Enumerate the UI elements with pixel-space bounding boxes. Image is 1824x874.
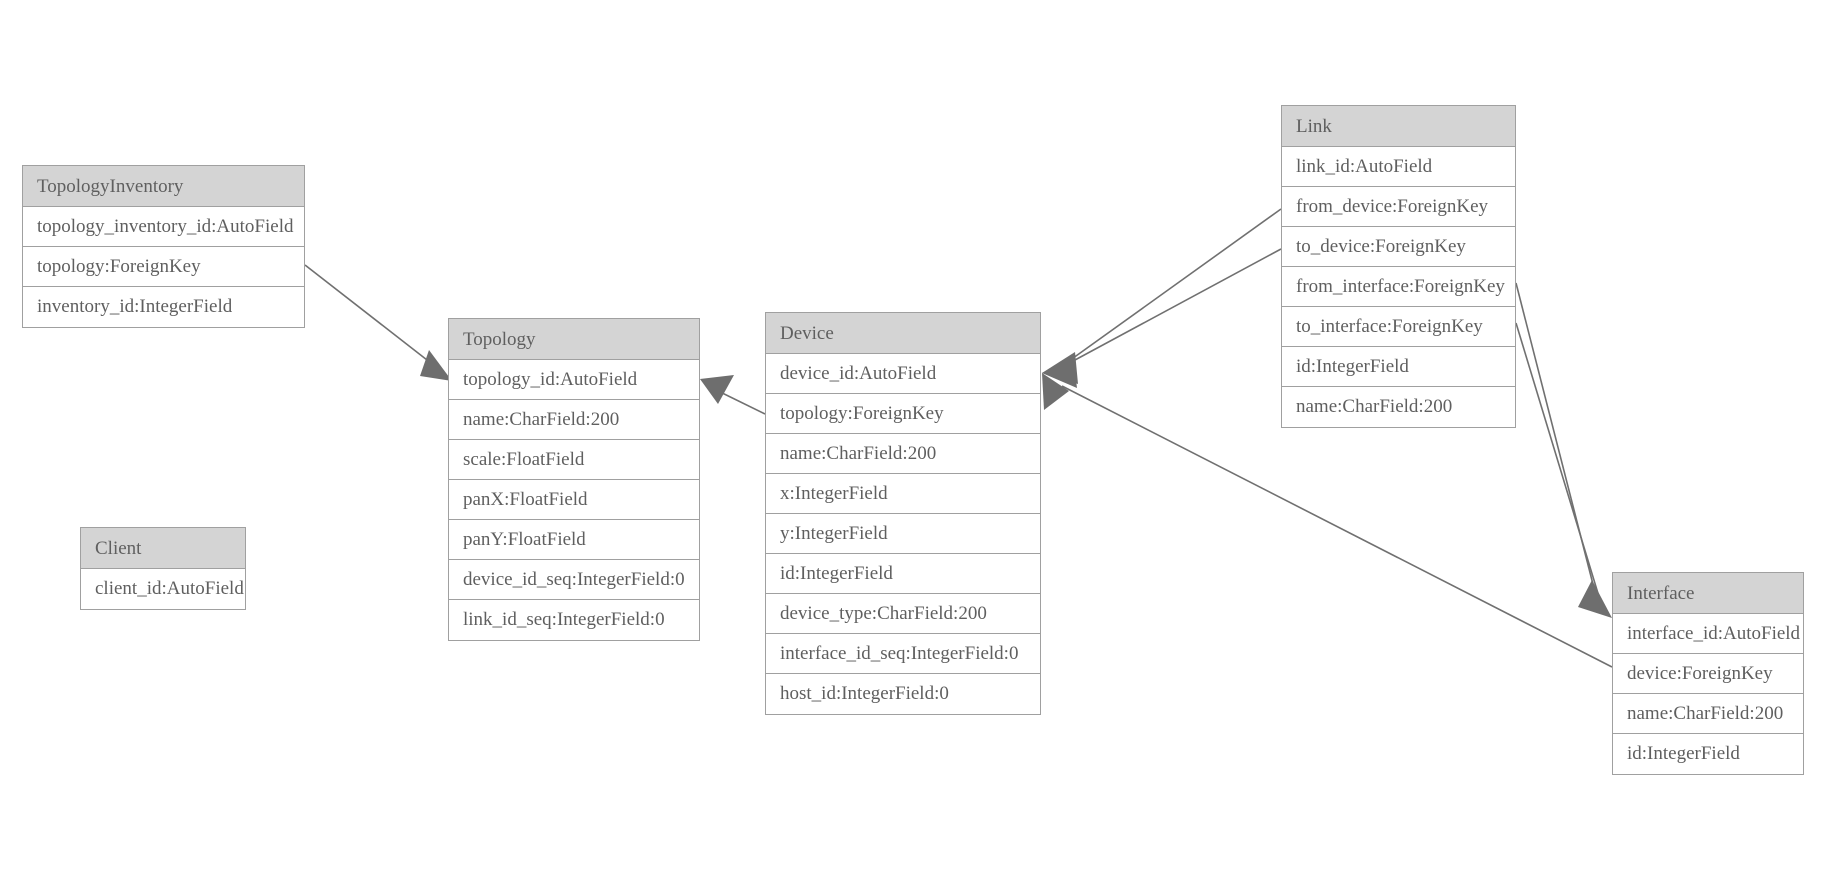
entity-link[interactable]: Link link_id:AutoField from_device:Forei… xyxy=(1281,105,1516,428)
entity-field: inventory_id:IntegerField xyxy=(37,296,233,317)
entity-field: device_type:CharField:200 xyxy=(766,594,1040,634)
entity-field-list: device_id:AutoField topology:ForeignKey … xyxy=(766,354,1040,714)
entity-topology[interactable]: Topology topology_id:AutoField name:Char… xyxy=(448,318,700,641)
entity-field-list: client_id:AutoField xyxy=(81,569,245,609)
entity-field: name:CharField:200 xyxy=(1296,396,1453,417)
entity-title: Device xyxy=(766,313,1040,354)
entity-field: interface_id:AutoField xyxy=(1613,614,1803,654)
edge-link-to-interface xyxy=(1515,322,1612,618)
entity-field: topology:ForeignKey xyxy=(23,247,304,287)
entity-field: from_interface:ForeignKey xyxy=(1282,267,1515,307)
entity-device[interactable]: Device device_id:AutoField topology:Fore… xyxy=(765,312,1041,715)
entity-field: topology:ForeignKey xyxy=(766,394,1040,434)
entity-field: topology_inventory_id:AutoField xyxy=(23,207,304,247)
entity-topology-inventory[interactable]: TopologyInventory topology_inventory_id:… xyxy=(22,165,305,328)
entity-title: Interface xyxy=(1613,573,1803,614)
edge-link-from-interface xyxy=(1515,282,1598,601)
entity-title: Topology xyxy=(449,319,699,360)
entity-field-list: topology_id:AutoField name:CharField:200… xyxy=(449,360,699,640)
entity-field: host_id:IntegerField:0 xyxy=(780,683,949,704)
entity-field-list: interface_id:AutoField device:ForeignKey… xyxy=(1613,614,1803,774)
entity-field-list: link_id:AutoField from_device:ForeignKey… xyxy=(1282,147,1515,427)
entity-field: interface_id_seq:IntegerField:0 xyxy=(766,634,1040,674)
entity-field: link_id:AutoField xyxy=(1282,147,1515,187)
entity-field: to_interface:ForeignKey xyxy=(1282,307,1515,347)
edge-link-to-device xyxy=(1042,248,1282,388)
entity-field: id:IntegerField xyxy=(1282,347,1515,387)
entity-field: name:CharField:200 xyxy=(766,434,1040,474)
edge-topologyinventory-topology xyxy=(304,264,452,381)
edge-device-topology xyxy=(700,375,766,415)
entity-title: Link xyxy=(1282,106,1515,147)
entity-field: y:IntegerField xyxy=(766,514,1040,554)
entity-field: link_id_seq:IntegerField:0 xyxy=(463,609,665,630)
entity-field: panX:FloatField xyxy=(449,480,699,520)
entity-interface[interactable]: Interface interface_id:AutoField device:… xyxy=(1612,572,1804,775)
entity-field: device_id:AutoField xyxy=(766,354,1040,394)
entity-client[interactable]: Client client_id:AutoField xyxy=(80,527,246,610)
entity-field: id:IntegerField xyxy=(766,554,1040,594)
entity-field: from_device:ForeignKey xyxy=(1282,187,1515,227)
entity-field: device:ForeignKey xyxy=(1613,654,1803,694)
entity-field: panY:FloatField xyxy=(449,520,699,560)
entity-field: topology_id:AutoField xyxy=(449,360,699,400)
entity-field: name:CharField:200 xyxy=(1613,694,1803,734)
entity-field: client_id:AutoField xyxy=(95,578,244,599)
entity-field-list: topology_inventory_id:AutoField topology… xyxy=(23,207,304,327)
entity-field: scale:FloatField xyxy=(449,440,699,480)
entity-title: Client xyxy=(81,528,245,569)
entity-field: x:IntegerField xyxy=(766,474,1040,514)
entity-field: to_device:ForeignKey xyxy=(1282,227,1515,267)
entity-field: name:CharField:200 xyxy=(449,400,699,440)
entity-title: TopologyInventory xyxy=(23,166,304,207)
edge-link-from-device xyxy=(1042,208,1282,384)
entity-field: id:IntegerField xyxy=(1627,743,1740,764)
entity-field: device_id_seq:IntegerField:0 xyxy=(449,560,699,600)
